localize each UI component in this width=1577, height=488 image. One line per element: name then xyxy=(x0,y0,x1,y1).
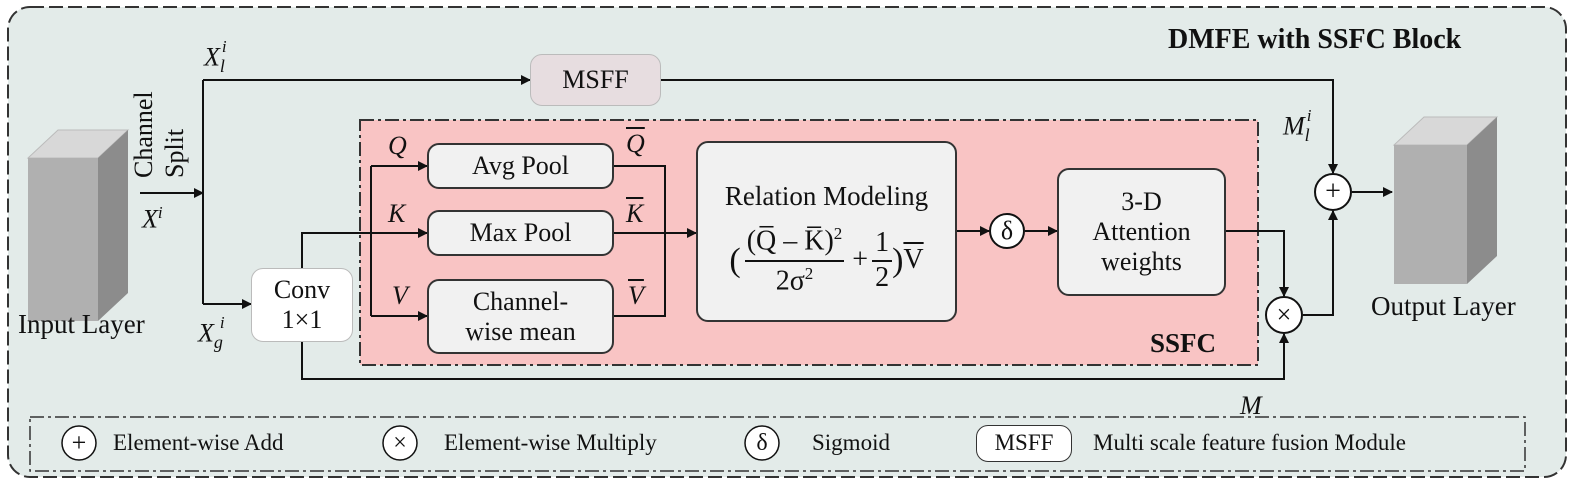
sigmoid-op-symbol: δ xyxy=(1000,216,1014,245)
line-conv-fork xyxy=(301,232,370,268)
formula-denominator-wrap: 2σ2 xyxy=(776,262,814,298)
ml-sup: i xyxy=(1306,106,1312,125)
formula-vbar: V xyxy=(903,244,924,276)
xl-label: Xli xyxy=(204,38,227,76)
msff-block: MSFF xyxy=(530,54,661,106)
relation-modeling-block: Relation Modeling ( (Q̅ – K̅)2 2σ2 + 1 2… xyxy=(696,141,957,322)
formula-numerator: (Q̅ – K̅) xyxy=(746,225,834,257)
relation-title: Relation Modeling xyxy=(724,181,929,211)
xi-label: Xi xyxy=(142,204,163,233)
legend-sigmoid-circle xyxy=(744,425,780,461)
m-label: M xyxy=(1240,391,1262,420)
channel-split-line1: Channel xyxy=(129,91,158,178)
arrow-m-mul xyxy=(301,333,1289,380)
input-cube xyxy=(26,129,130,321)
arrow-attention-mul xyxy=(1226,230,1289,297)
xg-label: Xgi xyxy=(198,314,225,352)
legend-sigmoid-text: Sigmoid xyxy=(812,430,890,455)
diagram-title: DMFE with SSFC Block xyxy=(1168,24,1462,55)
multiply-op-symbol: × xyxy=(1276,300,1292,329)
legend-msff-box: MSFF xyxy=(976,425,1072,462)
arrow-msff-add xyxy=(660,79,1338,174)
channel-mean-line1: Channel- xyxy=(472,286,569,316)
max-pool-label: Max Pool xyxy=(469,218,572,248)
formula-denominator: 2σ xyxy=(775,264,805,296)
ml-sub: l xyxy=(1304,124,1310,145)
channel-mean-line2: wise mean xyxy=(465,316,576,346)
xl-sub: l xyxy=(219,55,225,76)
input-layer-label: Input Layer xyxy=(18,309,145,339)
attention-line1: 3-D xyxy=(1121,187,1162,217)
legend-add-circle xyxy=(61,425,97,461)
formula-half-den: 2 xyxy=(875,261,890,293)
legend-msff-text: Multi scale feature fusion Module xyxy=(1093,430,1406,455)
xi-x: X xyxy=(142,204,158,234)
legend-add-text: Element-wise Add xyxy=(113,430,284,455)
q-label: Q xyxy=(388,131,407,160)
kbar-label: K xyxy=(626,199,644,228)
formula-half: 1 2 xyxy=(872,227,893,293)
conv-line2: 1×1 xyxy=(281,305,323,334)
xg-sub: g xyxy=(213,331,223,352)
xi-sup: i xyxy=(157,203,163,222)
output-cube xyxy=(1392,116,1499,284)
legend-msff-symbol: MSFF xyxy=(994,430,1054,456)
avg-pool-block: Avg Pool xyxy=(427,143,614,189)
sigmoid-op-circle xyxy=(989,213,1025,249)
formula-fraction: (Q̅ – K̅)2 2σ2 xyxy=(744,224,845,298)
relation-formula: ( (Q̅ – K̅)2 2σ2 + 1 2 ) V xyxy=(729,224,923,297)
formula-close: ) xyxy=(892,242,904,280)
ssfc-label: SSFC xyxy=(1150,328,1217,358)
ml-m: M xyxy=(1283,111,1305,141)
legend-mul-text: Element-wise Multiply xyxy=(444,430,657,455)
legend-sigmoid-symbol: δ xyxy=(756,429,768,456)
formula-numerator-wrap: (Q̅ – K̅)2 xyxy=(744,224,845,262)
xg-sup: i xyxy=(219,313,225,332)
conv-block: Conv 1×1 xyxy=(251,268,353,342)
channel-split-label: Channel Split xyxy=(128,91,190,178)
xg-x: X xyxy=(198,318,214,348)
legend-mul-circle xyxy=(382,425,418,461)
attention-block: 3-D Attention weights xyxy=(1057,168,1226,296)
max-pool-block: Max Pool xyxy=(427,210,614,256)
conv-line1: Conv xyxy=(273,275,331,305)
legend-add-symbol: + xyxy=(71,428,87,457)
line-qbar xyxy=(614,165,666,317)
channel-mean-block: Channel- wise mean xyxy=(427,279,614,354)
add-op-circle xyxy=(1314,173,1352,211)
formula-half-num: 1 xyxy=(872,227,893,262)
k-label: K xyxy=(388,199,406,228)
avg-pool-label: Avg Pool xyxy=(471,151,570,181)
msff-label: MSFF xyxy=(562,65,629,95)
arrow-mul-add xyxy=(1303,210,1338,316)
attention-line2: Attention xyxy=(1092,217,1191,247)
xl-sup: i xyxy=(221,37,227,56)
channel-split-line2: Split xyxy=(160,128,190,178)
qbar-label: Q xyxy=(626,129,645,158)
formula-num-exp: 2 xyxy=(833,224,843,244)
add-op-symbol: + xyxy=(1325,176,1341,207)
output-layer-label: Output Layer xyxy=(1371,291,1516,321)
multiply-op-circle xyxy=(1265,296,1303,334)
formula-open: ( xyxy=(729,242,741,280)
formula-plus: + xyxy=(852,244,869,276)
legend-mul-symbol: × xyxy=(393,429,407,456)
formula-den-exp: 2 xyxy=(804,263,814,283)
vbar-label: V xyxy=(628,281,644,310)
attention-line3: weights xyxy=(1101,246,1182,276)
ml-label: Mli xyxy=(1283,107,1311,145)
v-label: V xyxy=(392,281,408,310)
xl-x: X xyxy=(204,42,220,72)
